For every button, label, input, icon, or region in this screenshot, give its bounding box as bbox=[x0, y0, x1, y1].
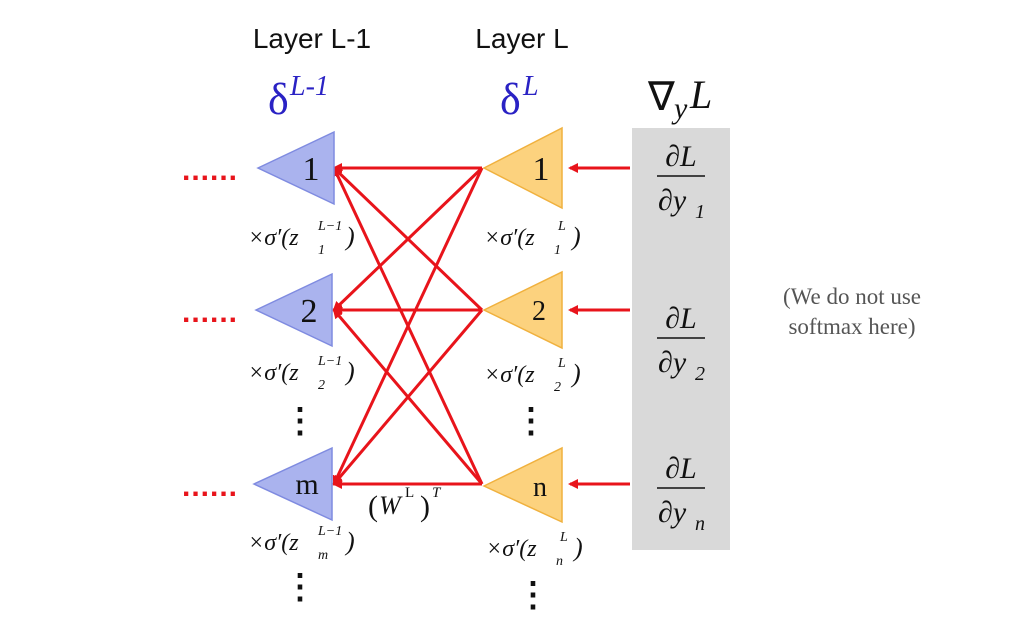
partial-n-denominator: ∂y bbox=[658, 496, 687, 529]
header-layer-curr: Layer L bbox=[475, 23, 568, 54]
left-factor-1-main: ×σ′(z bbox=[248, 225, 299, 251]
delta-prev-symbol: δ bbox=[268, 75, 289, 124]
left-factor-m-sub: m bbox=[318, 548, 328, 563]
partial-1-numerator: ∂L bbox=[665, 140, 697, 173]
vdots-left-bottom: ⋮ bbox=[283, 569, 317, 606]
weight-arrows bbox=[332, 163, 484, 489]
nabla-variable: L bbox=[689, 72, 712, 117]
right-factor-n-close: ) bbox=[572, 533, 583, 562]
right-node-2: 2 bbox=[482, 270, 563, 350]
vdots-right-bottom: ⋮ bbox=[516, 577, 550, 614]
vdots-left-middle: ⋮ bbox=[283, 403, 317, 440]
partial-1: ∂L ∂y 1 bbox=[657, 140, 705, 223]
vertical-ellipses: ⋮ ⋮ ⋮ ⋮ bbox=[283, 403, 550, 614]
softmax-note: (We do not use softmax here) bbox=[783, 284, 921, 339]
gradient-arrows bbox=[568, 163, 630, 489]
left-node-m: m bbox=[252, 446, 333, 522]
partial-n: ∂L ∂y n bbox=[657, 452, 705, 535]
arrow-rn-l1 bbox=[332, 166, 484, 485]
right-node-n-label: n bbox=[533, 472, 547, 503]
softmax-note-line2: softmax here) bbox=[788, 314, 915, 339]
delta-prev-label: δ L-1 bbox=[268, 71, 329, 124]
delta-prev-superscript: L-1 bbox=[289, 71, 329, 102]
right-factor-1-close: ) bbox=[570, 222, 581, 251]
right-node-n: n bbox=[482, 446, 563, 524]
right-factor-n: ×σ′(z n L ) bbox=[486, 530, 583, 569]
left-factor-2-sup: L−1 bbox=[317, 354, 342, 369]
left-node-m-label: m bbox=[295, 468, 318, 501]
gradient-box bbox=[632, 128, 730, 550]
left-factor-m: ×σ′(z m L−1 ) bbox=[248, 524, 355, 563]
arrow-rn-l2 bbox=[332, 308, 484, 485]
incoming-dots-1: ...... bbox=[182, 154, 238, 187]
right-factor-1-main: ×σ′(z bbox=[484, 225, 535, 251]
partial-n-numerator: ∂L bbox=[665, 452, 697, 485]
right-node-2-label: 2 bbox=[532, 296, 546, 327]
left-factor-2: ×σ′(z 2 L−1 ) bbox=[248, 354, 355, 393]
left-factor-m-close: ) bbox=[344, 527, 355, 556]
right-node-1-triangle bbox=[482, 126, 563, 210]
right-node-n-triangle bbox=[482, 446, 563, 524]
left-node-2: 2 bbox=[254, 272, 333, 348]
weight-variable: W bbox=[379, 491, 403, 520]
partial-1-subscript: 1 bbox=[695, 201, 705, 223]
partial-2: ∂L ∂y 2 bbox=[657, 302, 705, 385]
left-factor-1-sub: 1 bbox=[318, 243, 325, 258]
left-node-1: 1 bbox=[256, 130, 335, 206]
left-factor-2-close: ) bbox=[344, 357, 355, 386]
left-node-1-label: 1 bbox=[303, 151, 320, 188]
softmax-note-line1: (We do not use bbox=[783, 284, 921, 309]
delta-curr-label: δ L bbox=[500, 71, 539, 124]
delta-curr-superscript: L bbox=[522, 71, 539, 102]
left-factor-1-close: ) bbox=[344, 222, 355, 251]
vdots-right-middle: ⋮ bbox=[514, 403, 548, 440]
left-factor-m-sup: L−1 bbox=[317, 524, 342, 539]
incoming-dots-m: ...... bbox=[182, 470, 238, 503]
partial-n-subscript: n bbox=[695, 513, 705, 535]
right-factor-1-sub: 1 bbox=[554, 243, 561, 258]
left-node-2-triangle bbox=[254, 272, 333, 348]
partial-2-numerator: ∂L bbox=[665, 302, 697, 335]
right-node-2-triangle bbox=[482, 270, 563, 350]
right-factor-2-close: ) bbox=[570, 359, 581, 388]
right-factor-2-main: ×σ′(z bbox=[484, 362, 535, 388]
left-factor-m-main: ×σ′(z bbox=[248, 530, 299, 556]
arrow-r2-l1 bbox=[332, 166, 484, 312]
weight-close-paren: ) bbox=[420, 490, 430, 523]
weight-open-paren: ( bbox=[368, 490, 378, 523]
left-factor-1-sup: L−1 bbox=[317, 219, 342, 234]
weight-transpose: T bbox=[432, 485, 442, 501]
left-node-2-label: 2 bbox=[301, 293, 318, 330]
delta-curr-symbol: δ bbox=[500, 75, 521, 124]
right-factor-2-sub: 2 bbox=[554, 380, 561, 395]
incoming-dots: ...... ...... ...... bbox=[182, 154, 238, 503]
partial-2-subscript: 2 bbox=[695, 363, 705, 385]
left-factor-1: ×σ′(z 1 L−1 ) bbox=[248, 219, 355, 258]
weight-superscript: L bbox=[405, 485, 414, 501]
right-factor-n-main: ×σ′(z bbox=[486, 536, 537, 562]
nabla-symbol: ∇ bbox=[647, 74, 675, 119]
right-factor-1-sup: L bbox=[557, 219, 566, 234]
incoming-dots-2: ...... bbox=[182, 296, 238, 329]
header-layer-prev: Layer L-1 bbox=[253, 23, 371, 54]
right-factor-n-sub: n bbox=[556, 554, 563, 569]
left-node-1-triangle bbox=[256, 130, 335, 206]
right-factor-1: ×σ′(z 1 L ) bbox=[484, 219, 581, 258]
right-node-1-label: 1 bbox=[533, 151, 550, 188]
right-factor-2-sup: L bbox=[557, 356, 566, 371]
right-node-1: 1 bbox=[482, 126, 563, 210]
right-factor-n-sup: L bbox=[559, 530, 568, 545]
weight-transpose-label: ( W L ) T bbox=[368, 485, 442, 523]
left-node-m-triangle bbox=[252, 446, 333, 522]
partial-2-denominator: ∂y bbox=[658, 346, 687, 379]
partial-1-denominator: ∂y bbox=[658, 184, 687, 217]
right-factor-2: ×σ′(z 2 L ) bbox=[484, 356, 581, 395]
left-factor-2-sub: 2 bbox=[318, 378, 325, 393]
nabla-subscript: y bbox=[671, 92, 688, 125]
left-factor-2-main: ×σ′(z bbox=[248, 360, 299, 386]
gradient-header: ∇ y L bbox=[647, 72, 712, 125]
